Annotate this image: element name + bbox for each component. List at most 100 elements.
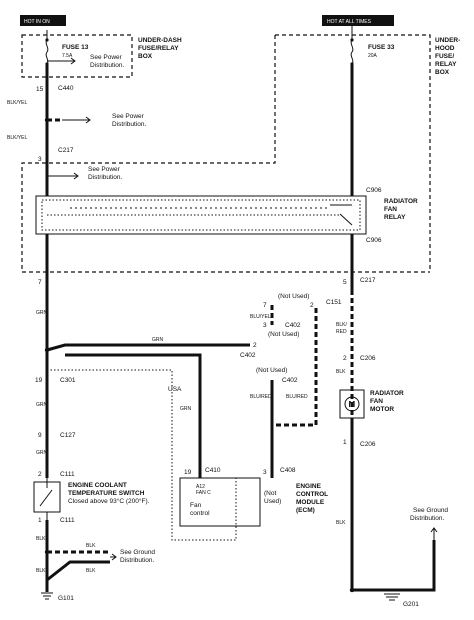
connector-c111-bottom: C111 [60, 517, 75, 524]
relay-label-2: FAN [384, 206, 397, 213]
ground-g101: G101 [58, 595, 74, 602]
under-hood-label-1: UNDER- [435, 37, 460, 44]
under-hood-label-3: FUSE/ [435, 53, 454, 60]
under-dash-label-3: BOX [138, 53, 153, 60]
connector-c151: C151 [326, 299, 342, 306]
ecm-fan-2: control [190, 510, 210, 517]
wire-grn-h: GRN [152, 337, 164, 343]
connector-c408: C408 [280, 467, 296, 474]
relay-switch [330, 204, 353, 226]
pin-9: 9 [38, 432, 42, 439]
under-hood-label-2: HOOD [435, 45, 455, 52]
see-power-3a: See Power [88, 166, 121, 173]
power-arrow-2 [62, 116, 91, 124]
ground-g201: G201 [403, 601, 419, 608]
wire-blk-2: BLK [86, 543, 96, 549]
wire-blk-5: BLK [336, 369, 346, 375]
fuse13-rating: 7.5A [62, 53, 73, 59]
ecm-pin: A12 [196, 484, 205, 490]
pin-2-c402: 2 [253, 342, 257, 349]
hot-in-on-label: HOT IN ON [24, 19, 50, 25]
motor-label-3: MOTOR [370, 406, 394, 413]
wire-blkred-2: RED [336, 329, 347, 335]
wire-blured-1: BLU/RED [250, 394, 272, 400]
radiator-fan-motor: M [339, 389, 365, 419]
see-ground-left-1: See Ground [120, 549, 155, 556]
coolant-label-1: ENGINE COOLANT [68, 482, 127, 489]
power-arrow-1 [47, 57, 76, 65]
wire-blkyel-1: BLK/YEL [7, 100, 28, 106]
pin-15: 15 [36, 86, 44, 93]
wire-grn-to-c402 [46, 343, 250, 352]
connector-c217-bottom: C217 [360, 277, 376, 284]
ecm-label-2: CONTROL [296, 491, 328, 498]
hot-in-on-tab: HOT IN ON [20, 15, 66, 26]
wire-blk-1: BLK [36, 536, 46, 542]
see-ground-right-2: Distribution. [410, 515, 445, 522]
connector-c906-top: C906 [366, 187, 382, 194]
see-power-1a: See Power [90, 54, 123, 61]
wire-blk-3: BLK [86, 568, 96, 574]
under-dash-label-1: UNDER-DASH [138, 37, 182, 44]
pin-5-relay: 5 [343, 279, 347, 286]
not-used-1: (Not Used) [278, 293, 309, 300]
fuse13-label: FUSE 13 [62, 44, 89, 51]
wire-grn-1: GRN [36, 310, 48, 316]
coolant-label-3: Closed above 93°C (200°F). [68, 497, 150, 505]
pin-7-c151: 7 [263, 302, 267, 309]
relay-label-1: RADIATOR [384, 198, 418, 205]
fuse33-symbol [350, 26, 354, 65]
ground-symbol-g201 [384, 593, 400, 601]
wire-bluyel-label: BLU/YEL [250, 314, 271, 320]
connector-c402-a: C402 [285, 322, 301, 329]
pin-2-c151: 2 [310, 302, 314, 309]
pin-19-c410: 19 [184, 469, 192, 476]
see-power-3b: Distribution. [88, 174, 123, 181]
ecm-label-4: (ECM) [296, 507, 315, 514]
under-hood-label-4: RELAY [435, 61, 457, 68]
ecm-label-3: MODULE [296, 499, 325, 506]
usa-label: USA [168, 386, 182, 393]
wire-blured-2: BLU/RED [286, 394, 308, 400]
power-arrow-3 [47, 172, 79, 180]
wire-blkred-1: BLK/ [336, 322, 347, 328]
ground-symbol-g101 [41, 592, 53, 600]
hot-at-all-times-tab: HOT AT ALL TIMES [322, 15, 394, 26]
connector-c127: C127 [60, 432, 76, 439]
wire-grn-to-c410 [65, 353, 202, 478]
pin-2-c111: 2 [38, 471, 42, 478]
motor-label-2: FAN [370, 398, 383, 405]
wire-grn-usa: GRN [180, 406, 192, 412]
fuse33-rating: 20A [368, 53, 378, 59]
wire-blk-4: BLK [36, 568, 46, 574]
motor-label-1: RADIATOR [370, 390, 404, 397]
connector-c410: C410 [205, 467, 221, 474]
connector-c111-top: C111 [60, 471, 75, 478]
see-power-2a: See Power [112, 113, 145, 120]
connector-c206-bottom: C206 [360, 441, 376, 448]
under-hood-label-5: BOX [435, 69, 450, 76]
connector-c402-b: C402 [240, 352, 256, 359]
ecm-fan-1: Fan [190, 502, 202, 509]
not-used-4b: Used) [264, 498, 281, 505]
fuse33-label: FUSE 33 [368, 44, 395, 51]
wire-blkyel-2: BLK/YEL [7, 135, 28, 141]
under-dash-label-2: FUSE/RELAY [138, 45, 179, 52]
wire-blk-6: BLK [336, 520, 346, 526]
pin-1-c111: 1 [38, 517, 42, 524]
pin-7-relay: 7 [38, 279, 42, 286]
see-power-1b: Distribution. [90, 62, 125, 69]
hot-at-all-times-label: HOT AT ALL TIMES [327, 19, 372, 25]
see-ground-left-2: Distribution. [120, 557, 155, 564]
under-dash-fuse-box [21, 34, 133, 78]
coolant-label-2: TEMPERATURE SWITCH [68, 490, 145, 497]
see-ground-right-1: See Ground [413, 507, 448, 514]
connector-c217-top: C217 [58, 147, 74, 154]
wire-grn-3: GRN [36, 450, 48, 456]
switch-symbol [39, 478, 53, 520]
ecm-box [179, 477, 261, 527]
connector-c301: C301 [60, 377, 76, 384]
pin-3-c408: 3 [263, 469, 267, 476]
connector-c906-bottom: C906 [366, 237, 382, 244]
